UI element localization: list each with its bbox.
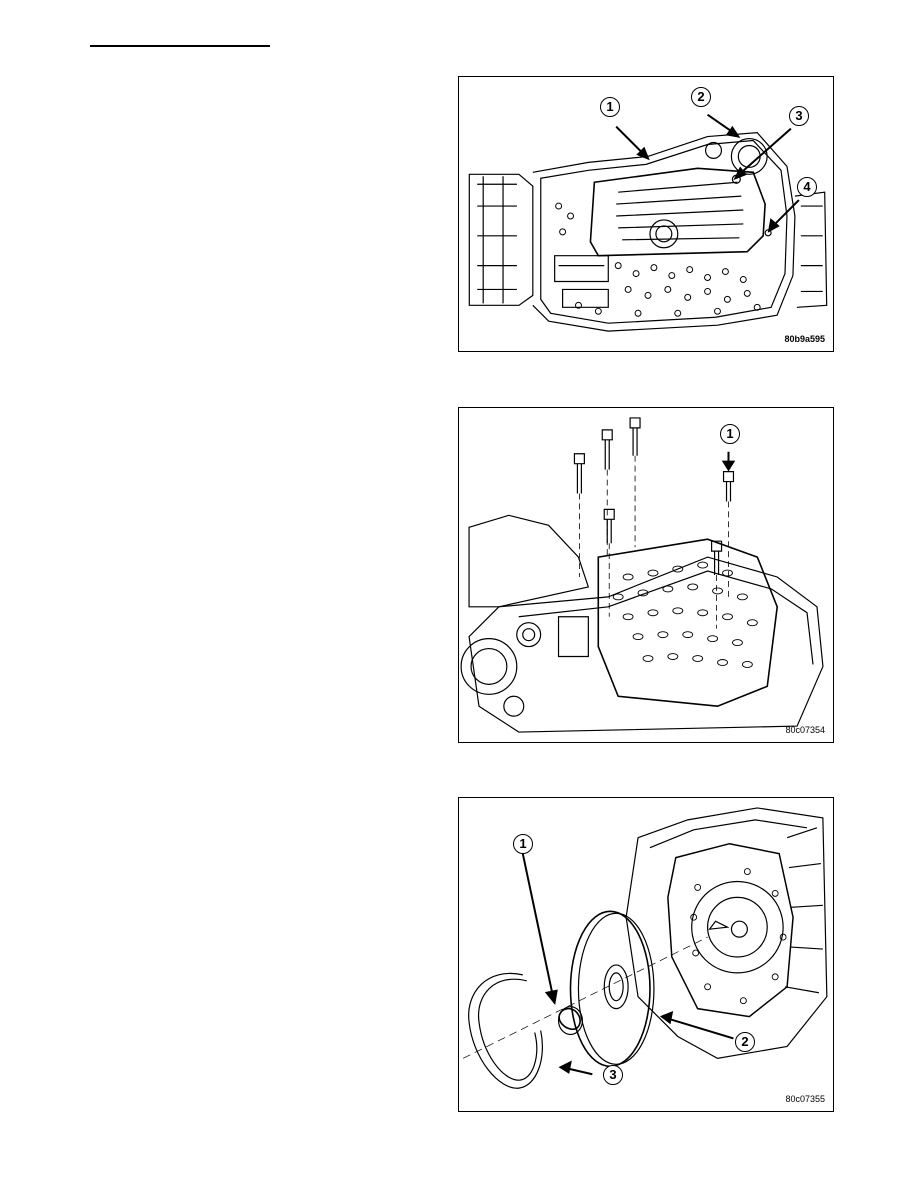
figure-id-label: 80c07354: [785, 725, 825, 735]
callout-2: 2: [735, 1032, 755, 1052]
callout-3: 3: [789, 106, 809, 126]
callout-1: 1: [513, 834, 533, 854]
callout-2: 2: [691, 87, 711, 107]
bolt-group: [573, 417, 735, 575]
figure-snap-ring-piston: 1 2 3 80c07355: [458, 797, 834, 1112]
figure-valve-body-bolts: 1 80c07354: [458, 407, 834, 743]
oil-filter-illustration: [468, 113, 828, 332]
figure-id-label: 80b9a595: [784, 334, 825, 344]
callout-1: 1: [720, 424, 740, 444]
callout-4: 4: [797, 177, 817, 197]
section-title-underline: [90, 45, 270, 47]
callout-3: 3: [603, 1065, 623, 1085]
callout-1: 1: [600, 97, 620, 117]
valve-body-illustration: [460, 417, 824, 733]
figure-id-label: 80c07355: [785, 1094, 825, 1104]
figure-oil-filter: 1 2 3 4 80b9a595: [458, 76, 834, 352]
